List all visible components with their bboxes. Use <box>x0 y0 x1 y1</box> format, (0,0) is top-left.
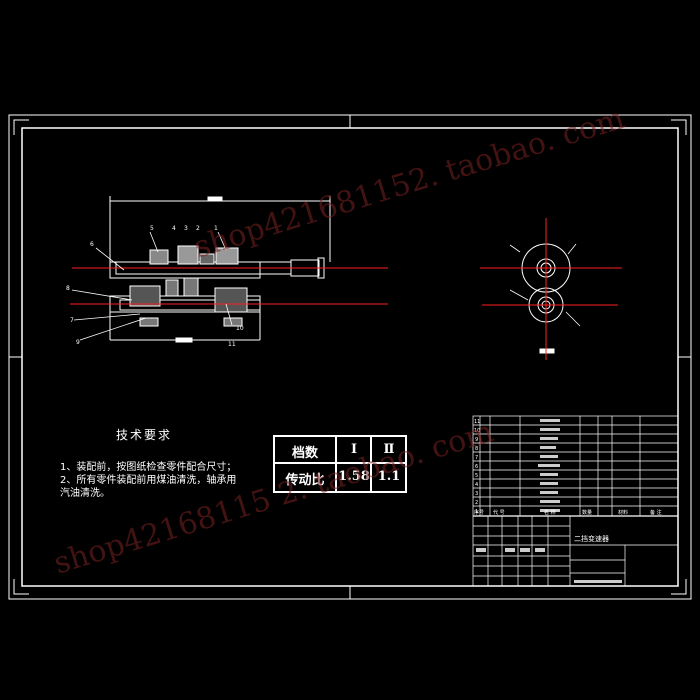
callout-7: 7 <box>70 317 74 324</box>
bom-text-marks <box>476 419 622 583</box>
callout-9: 9 <box>76 339 80 346</box>
gear-table-ratio-1: 1.58 <box>338 469 370 484</box>
left-view-centerlines <box>70 267 388 305</box>
callout-1: 1 <box>214 225 218 232</box>
callout-5: 5 <box>150 225 154 232</box>
bom-header-qty: 数量 <box>582 510 593 516</box>
callout-4: 4 <box>172 225 176 232</box>
gear-table-gear-2: Ⅱ <box>383 442 395 457</box>
gear-table-gear-1: Ⅰ <box>350 442 358 457</box>
svg-text:3: 3 <box>475 491 478 497</box>
callout-11: 11 <box>228 341 236 348</box>
svg-text:6: 6 <box>475 464 478 470</box>
bom-header-code: 代 号 <box>493 510 505 516</box>
technical-note-1: 1、装配前，按图纸检查零件配合尺寸； <box>60 462 237 473</box>
corner-marks <box>13 119 687 595</box>
svg-text:11: 11 <box>474 419 480 425</box>
callout-8: 8 <box>66 285 70 292</box>
gear-ratio-table-grid <box>273 435 407 493</box>
technical-note-2: 2、所有零件装配前用煤油清洗，轴承用 <box>60 475 237 486</box>
drawing-name: 二挡变速器 <box>574 535 609 543</box>
svg-text:7: 7 <box>475 455 478 461</box>
gear-pair-view <box>509 243 581 354</box>
bom-item-numbers: 11 10 9 8 7 6 5 4 3 2 1 <box>474 419 480 515</box>
svg-text:10: 10 <box>474 428 480 434</box>
leader-lines <box>71 231 233 341</box>
technical-requirements-title: 技术要求 <box>116 428 173 442</box>
technical-note-2-continued: 汽油清洗。 <box>60 488 110 499</box>
bom-header-material: 材料 <box>618 510 629 516</box>
callout-6: 6 <box>90 241 94 248</box>
svg-text:2: 2 <box>475 500 478 506</box>
frame-center-marks <box>9 115 691 599</box>
bom-header-name: 名 称 <box>544 510 556 516</box>
svg-text:9: 9 <box>475 437 478 443</box>
svg-text:1: 1 <box>475 509 478 515</box>
bom-header-index: 序号 <box>474 510 485 516</box>
right-view-centerlines <box>480 218 622 360</box>
callout-3: 3 <box>184 225 188 232</box>
callout-10: 10 <box>236 325 244 332</box>
gear-table-header-gear: 档数 <box>291 446 318 461</box>
svg-text:4: 4 <box>475 482 478 488</box>
gear-table-ratio-2: 1.1 <box>377 469 401 484</box>
bom-table-grid <box>472 415 679 587</box>
bom-header-remarks: 备 注 <box>650 510 662 516</box>
gear-table-header-ratio: 传动比 <box>285 473 325 488</box>
svg-text:5: 5 <box>475 473 478 479</box>
callout-2: 2 <box>196 225 200 232</box>
svg-text:8: 8 <box>475 446 478 452</box>
